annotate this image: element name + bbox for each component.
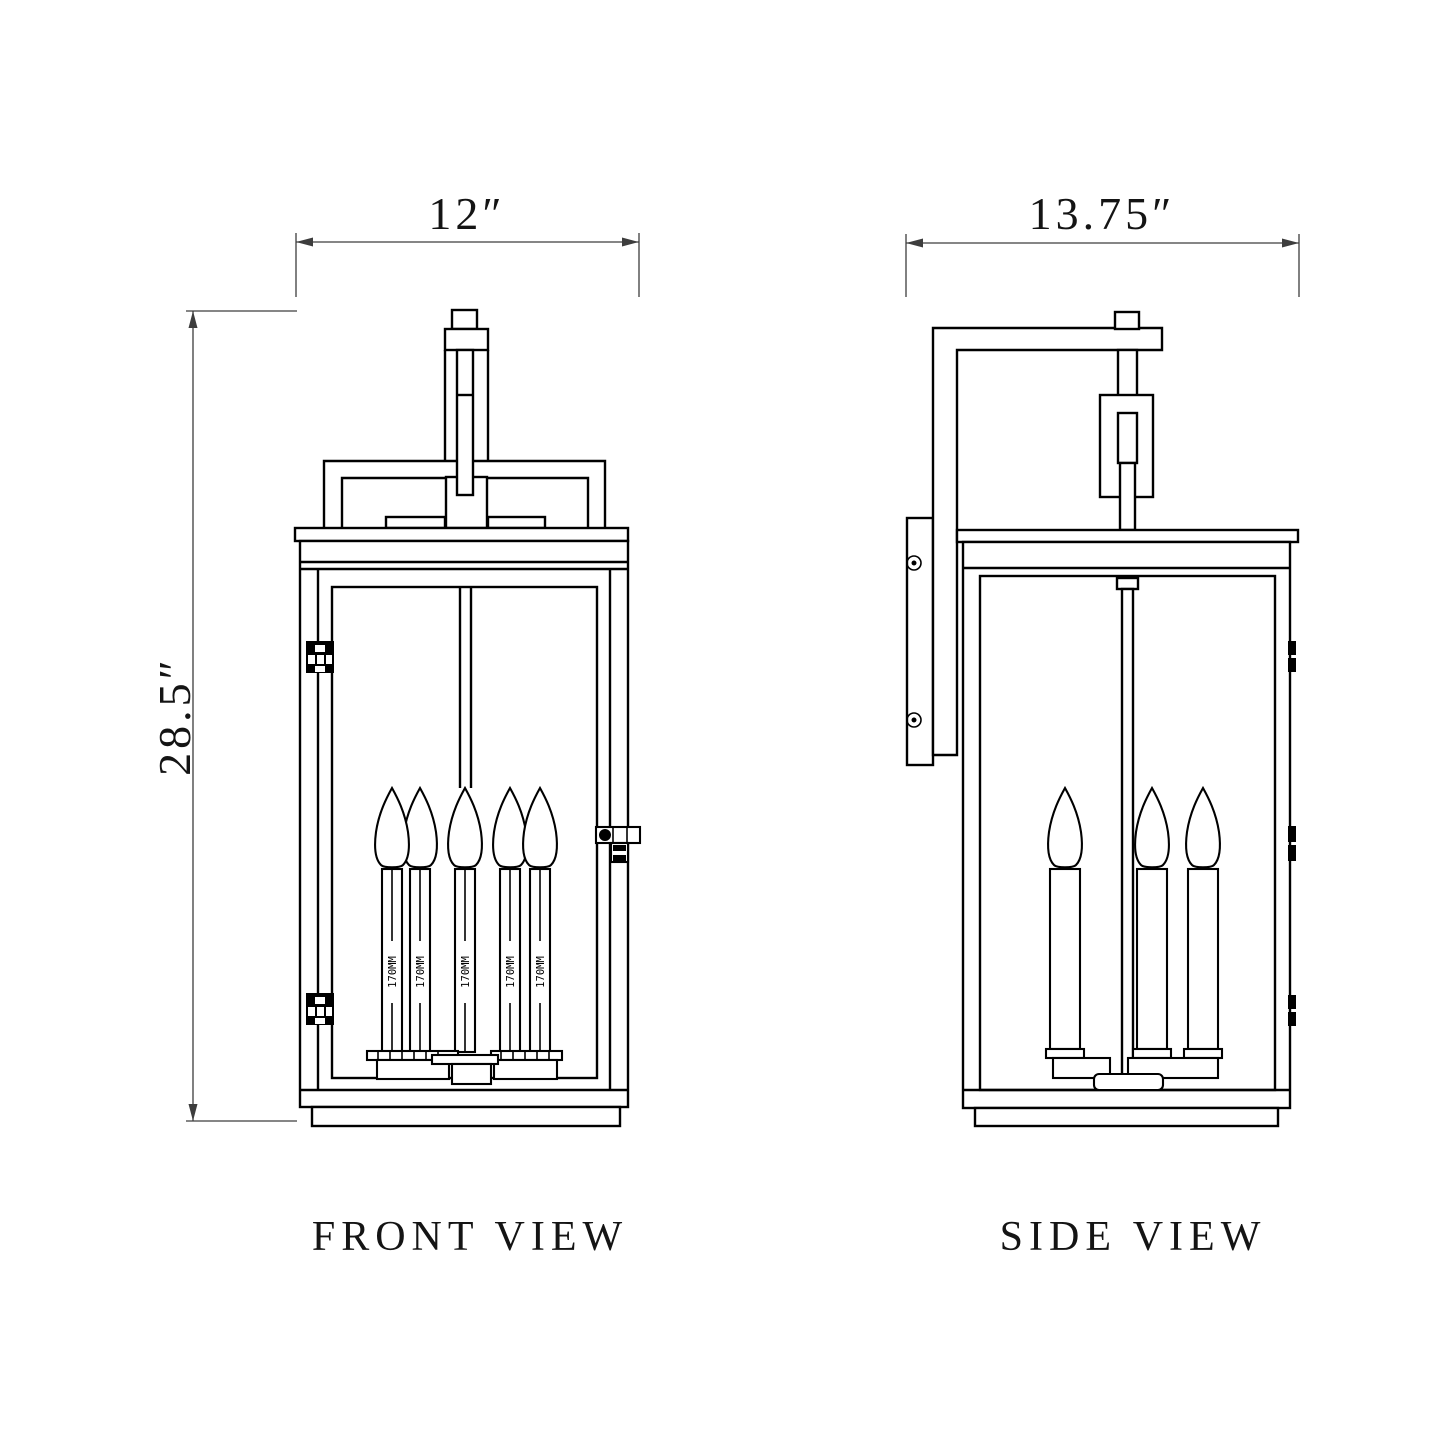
side-body xyxy=(955,528,1300,1128)
candle-length-label: 170MM xyxy=(535,956,547,988)
dimension-front-width: 12″ xyxy=(295,188,640,297)
candle-bulb xyxy=(1134,785,1170,869)
side-view-label: SIDE VIEW xyxy=(1000,1214,1267,1260)
side-bracket xyxy=(905,310,1164,767)
front-view: 12″ 28.5″ xyxy=(149,188,642,1260)
mounting-screw xyxy=(906,712,922,728)
candle-length-label: 170MM xyxy=(460,956,472,988)
side-candles xyxy=(1044,785,1224,1092)
base-hub xyxy=(1092,1072,1165,1092)
candle-bulb xyxy=(522,785,558,869)
finial-block xyxy=(443,327,490,352)
dimension-side-width: 13.75″ xyxy=(905,188,1300,297)
mounting-screw xyxy=(906,555,922,571)
candle-bulb xyxy=(1185,785,1221,869)
front-yoke xyxy=(322,348,607,530)
front-hinge-top xyxy=(306,641,334,673)
candle-tube xyxy=(1135,867,1169,1051)
top-plate xyxy=(293,526,630,543)
yoke-foot-right xyxy=(486,515,547,530)
stem-rod xyxy=(455,348,475,497)
finial-cap xyxy=(450,308,479,331)
front-height-value: 28.5″ xyxy=(149,656,200,776)
yoke-foot-left xyxy=(384,515,447,530)
candle-tube xyxy=(1048,867,1082,1051)
dimension-front-height: 28.5″ xyxy=(149,310,297,1122)
side-view: 13.75″ xyxy=(905,188,1300,1260)
front-finial xyxy=(443,308,490,461)
front-view-label: FRONT VIEW xyxy=(312,1214,628,1260)
side-finial xyxy=(1113,310,1141,331)
side-bottom-base xyxy=(973,1106,1280,1128)
side-width-value: 13.75″ xyxy=(1029,188,1176,239)
front-candle-base xyxy=(365,1049,564,1086)
candle-bulb xyxy=(447,785,483,869)
candle-tube xyxy=(1186,867,1220,1051)
candle-length-label: 170MM xyxy=(415,956,427,988)
inner-rod-cap xyxy=(1115,576,1140,591)
candle-bulb xyxy=(1047,785,1083,869)
front-hinge-bottom xyxy=(306,993,334,1025)
bracket-arm xyxy=(931,326,1164,757)
candle-bulb xyxy=(374,785,410,869)
front-door-latch xyxy=(594,825,642,864)
front-candles: 170MM 170MM 170MM 170MM 170MM xyxy=(365,785,564,1086)
inner-rod xyxy=(1120,587,1135,1078)
candle-length-label: 170MM xyxy=(505,956,517,988)
wall-plate xyxy=(905,516,935,767)
front-width-value: 12″ xyxy=(428,188,505,239)
hanger-rod-lower xyxy=(1118,461,1137,532)
bottom-base xyxy=(310,1105,622,1128)
side-top-plate xyxy=(955,528,1300,544)
candle-length-label: 170MM xyxy=(387,956,399,988)
side-edge-tabs xyxy=(1288,641,1296,1026)
